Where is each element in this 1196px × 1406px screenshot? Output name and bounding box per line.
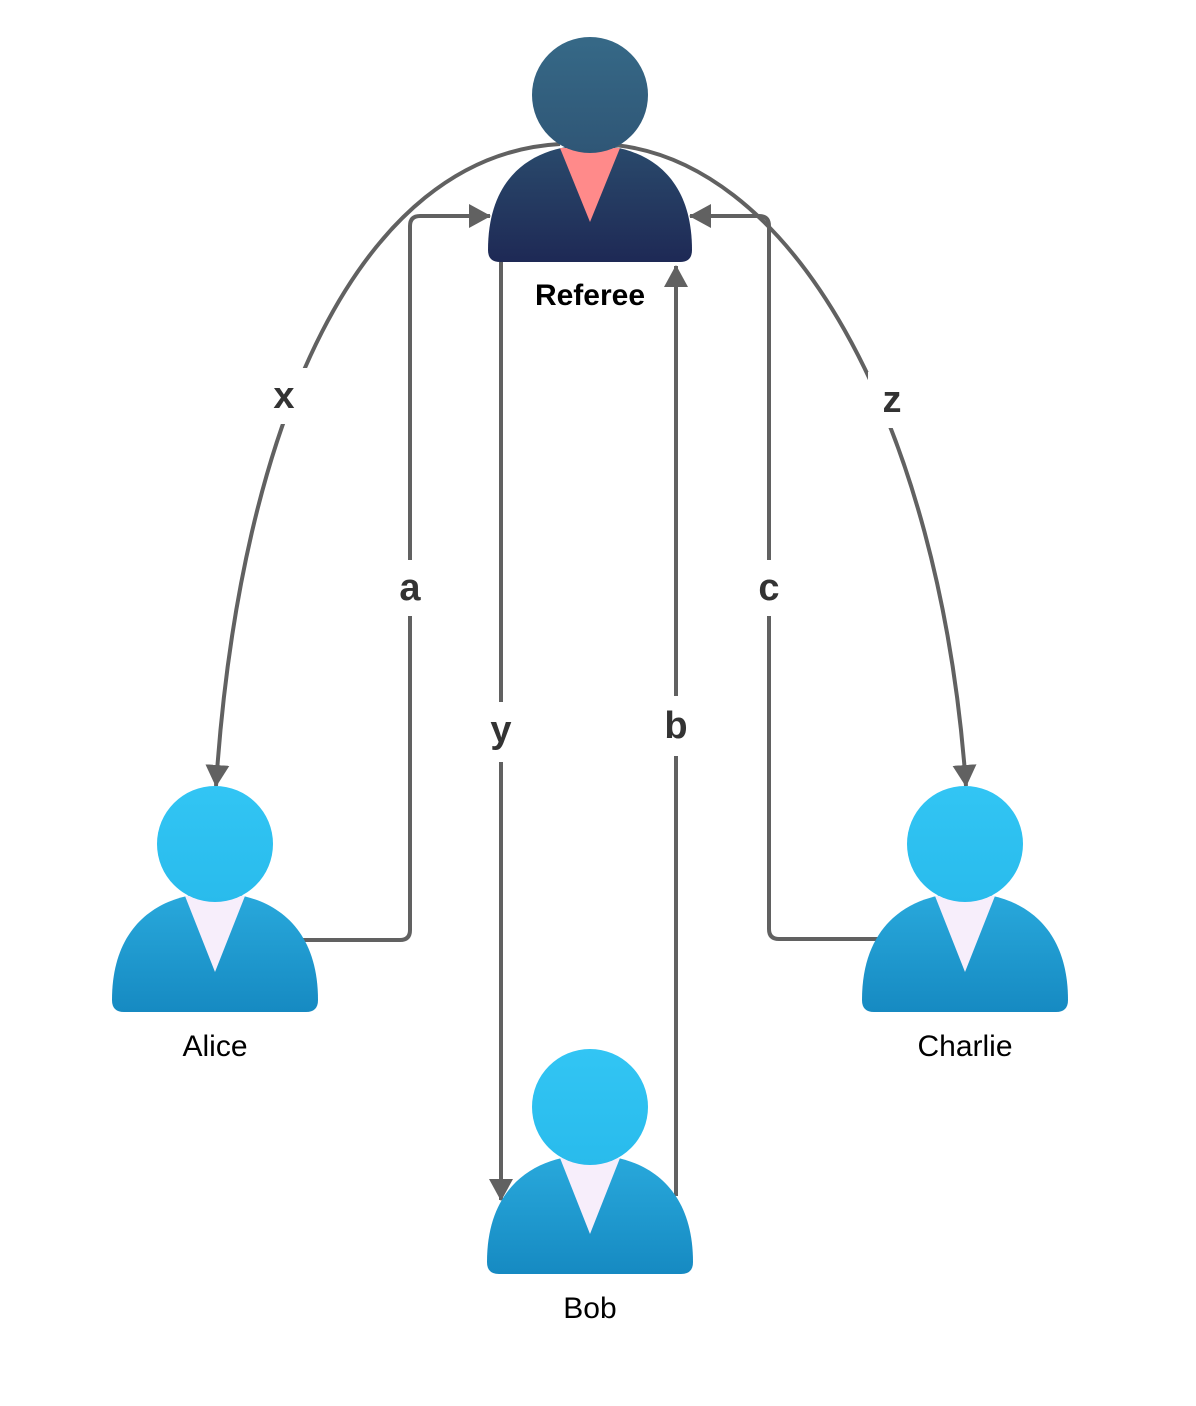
node-charlie: Charlie xyxy=(862,786,1068,1063)
edge-label-x: x xyxy=(273,375,294,417)
edge-label-b: b xyxy=(664,705,687,747)
edge-label-z: z xyxy=(883,379,902,421)
edge-referee-to-alice xyxy=(205,142,561,787)
charlie-label: Charlie xyxy=(917,1030,1012,1063)
edge-labels: x a y b c z xyxy=(260,368,916,762)
edge-referee-to-charlie xyxy=(599,142,977,787)
node-referee: Referee xyxy=(488,37,692,312)
node-bob: Bob xyxy=(487,1049,693,1325)
edge-label-c: c xyxy=(758,567,779,609)
bob-person-icon xyxy=(487,1049,693,1274)
alice-label: Alice xyxy=(182,1030,247,1063)
referee-label: Referee xyxy=(535,279,645,312)
edge-label-y: y xyxy=(490,709,511,751)
referee-person-icon xyxy=(488,37,692,262)
bob-label: Bob xyxy=(563,1292,616,1325)
edge-label-a: a xyxy=(399,567,421,609)
node-alice: Alice xyxy=(112,786,318,1063)
alice-person-icon xyxy=(112,786,318,1012)
charlie-person-icon xyxy=(862,786,1068,1012)
